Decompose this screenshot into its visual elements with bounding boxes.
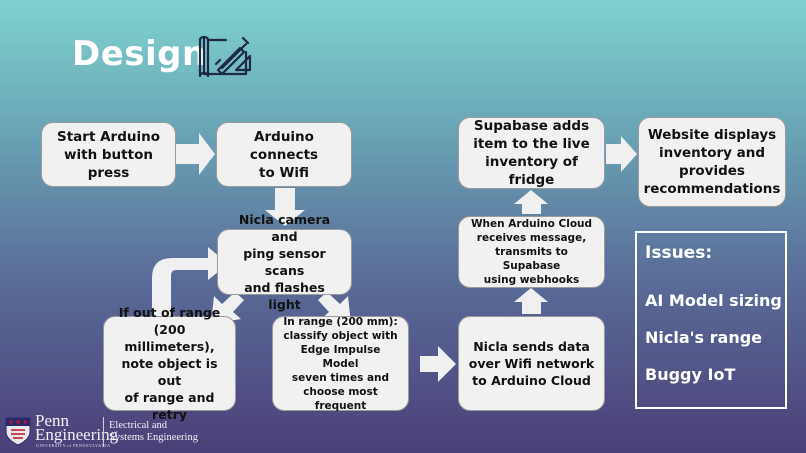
step-out-of-range: If out of range(200 millimeters),note ob… bbox=[103, 305, 236, 422]
arrow-wifi-to-scan bbox=[265, 188, 305, 226]
arrow-start-to-wifi bbox=[176, 133, 215, 175]
issue-item: Nicla's range bbox=[645, 328, 763, 347]
issues-heading: Issues: bbox=[645, 243, 713, 263]
issues-panel: Issues: AI Model sizing Nicla's range Bu… bbox=[635, 231, 787, 409]
issue-item: AI Model sizing bbox=[645, 291, 782, 310]
department-name: Electrical and Systems Engineering bbox=[109, 420, 198, 443]
footer-divider bbox=[103, 417, 104, 447]
penn-university-subtitle: UNIVERSITY of PENNSYLVANIA bbox=[36, 443, 111, 448]
penn-engineering-logo: Penn Engineering bbox=[35, 411, 119, 444]
penn-shield-icon bbox=[5, 417, 31, 446]
arrow-send-to-cloud bbox=[514, 288, 548, 314]
issue-item: Buggy IoT bbox=[645, 365, 736, 384]
arrow-supabase-to-website bbox=[606, 136, 637, 172]
page-title: Design bbox=[72, 34, 207, 74]
blueprint-drafting-icon bbox=[198, 35, 252, 78]
arrow-cloud-to-supabase bbox=[514, 190, 548, 214]
arrow-retry-loop bbox=[152, 247, 228, 318]
arrow-inrange-to-send bbox=[420, 346, 456, 382]
